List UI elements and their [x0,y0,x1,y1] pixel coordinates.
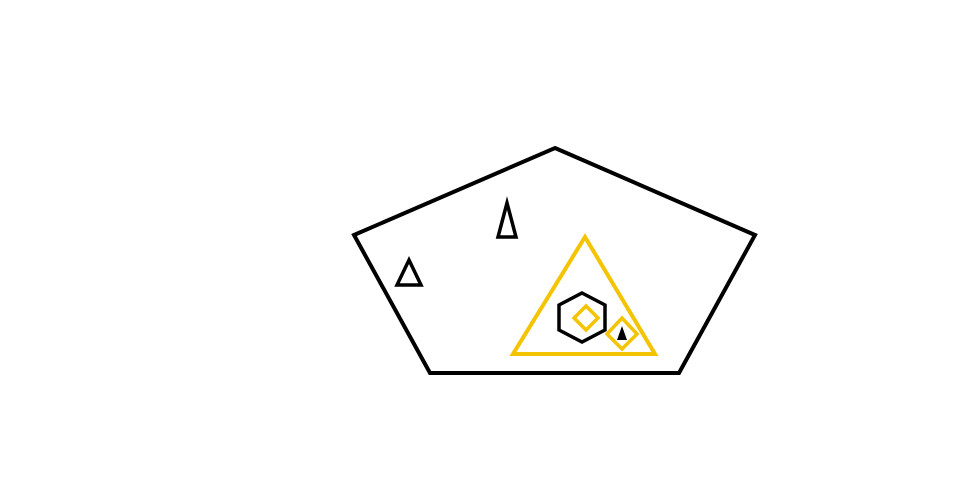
diamond-inside-hexagon [571,303,601,333]
outer-pentagon [351,145,758,375]
small-triangle-upper [495,196,519,239]
inner-triangle [509,233,659,356]
hexagon [557,291,607,344]
tiny-filled-triangle [617,326,627,340]
small-triangle-left [394,255,424,287]
diamond-lower-right [604,315,640,352]
